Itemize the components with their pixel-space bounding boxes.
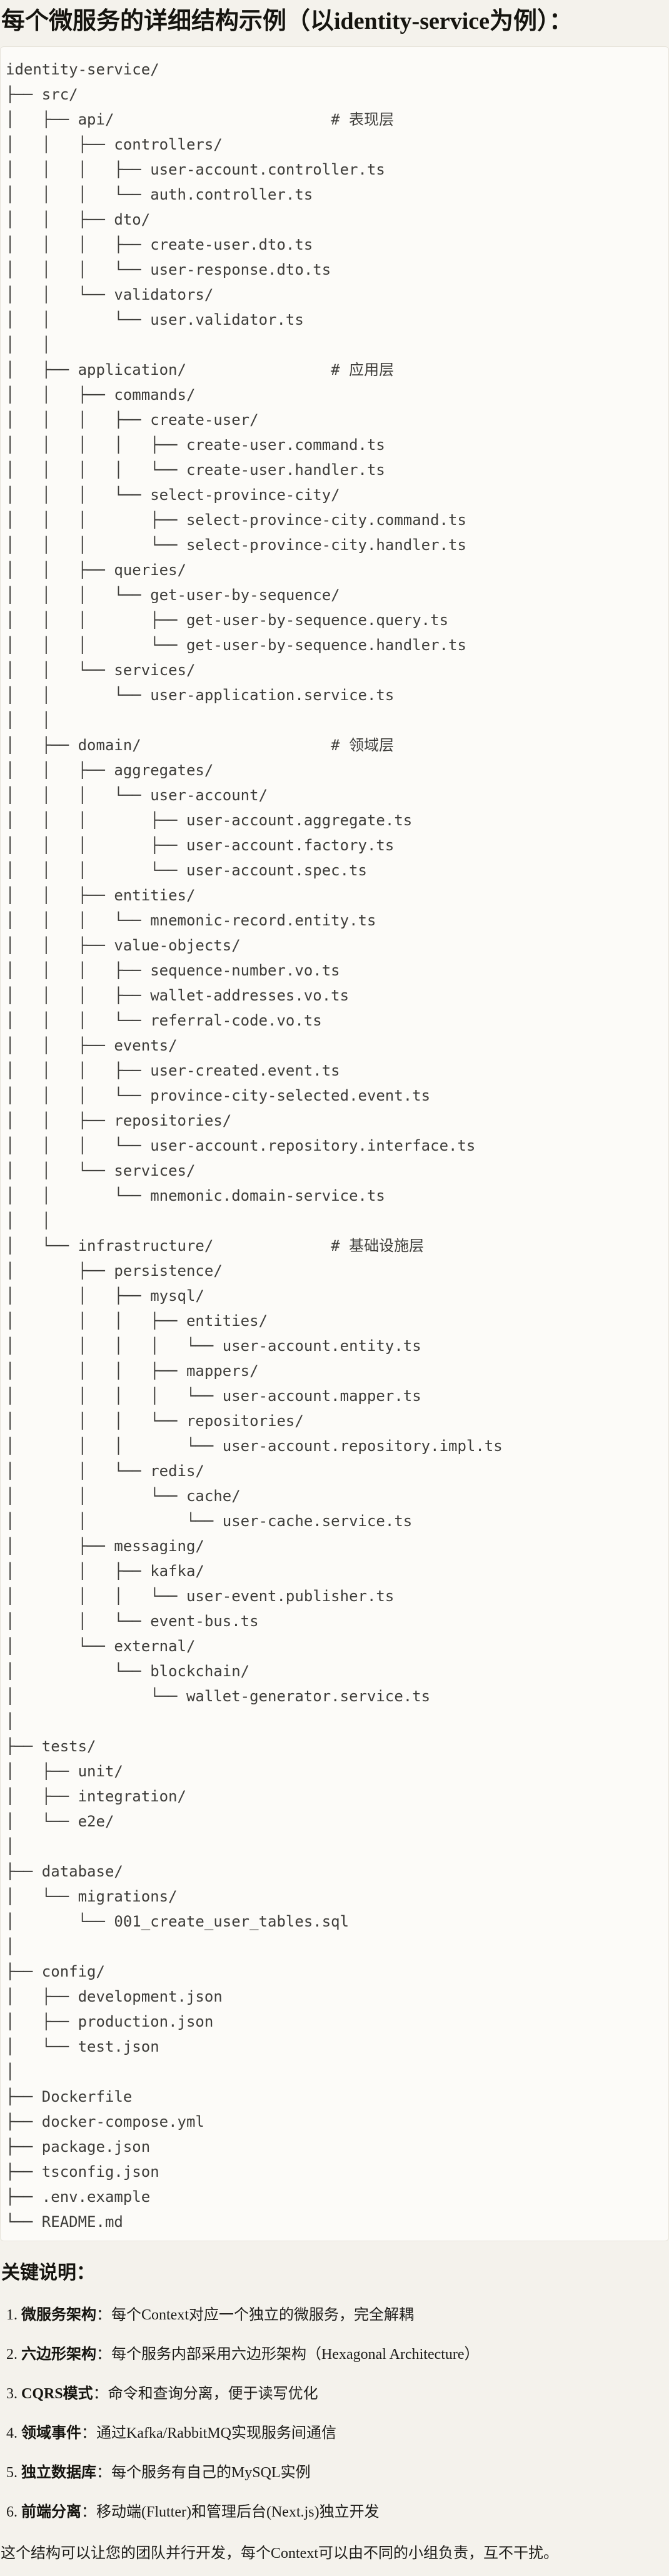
- list-item-number: 5.: [6, 2465, 18, 2481]
- list-item-number: 4.: [6, 2425, 18, 2441]
- directory-tree-text: identity-service/ ├── src/ │ ├── api/ # …: [6, 61, 503, 2231]
- list-item-number: 2.: [6, 2346, 18, 2363]
- list-item: 2.六边形架构：每个服务内部采用六边形架构（Hexagonal Architec…: [0, 2345, 669, 2364]
- list-item-label: 微服务架构: [21, 2307, 96, 2323]
- key-notes-heading: 关键说明：: [1, 2263, 95, 2283]
- page-title: 每个微服务的详细结构示例（以identity-service为例）：: [1, 8, 573, 34]
- list-item-text: ：每个服务有自己的MySQL实例: [96, 2465, 311, 2481]
- list-item-text: ：通过Kafka/RabbitMQ实现服务间通信: [81, 2425, 336, 2441]
- list-item-number: 6.: [6, 2504, 18, 2520]
- list-item: 5.独立数据库：每个服务有自己的MySQL实例: [0, 2463, 669, 2482]
- list-item-number: 1.: [6, 2307, 18, 2323]
- closing-paragraph: 这个结构可以让您的团队并行开发，每个Context可以由不同的小组负责，互不干扰…: [1, 2545, 558, 2562]
- list-item-text: ：每个Context对应一个独立的微服务，完全解耦: [96, 2307, 414, 2323]
- directory-tree-code-block: identity-service/ ├── src/ │ ├── api/ # …: [0, 46, 669, 2241]
- list-item: 1.微服务架构：每个Context对应一个独立的微服务，完全解耦: [0, 2306, 669, 2324]
- list-item-label: CQRS模式: [21, 2386, 93, 2402]
- list-item-label: 前端分离: [21, 2504, 81, 2520]
- list-item-label: 六边形架构: [21, 2346, 96, 2363]
- list-item: 4.领域事件：通过Kafka/RabbitMQ实现服务间通信: [0, 2424, 669, 2443]
- list-item-text: ：移动端(Flutter)和管理后台(Next.js)独立开发: [81, 2504, 380, 2520]
- list-item-number: 3.: [6, 2386, 18, 2402]
- list-item-label: 独立数据库: [21, 2465, 96, 2481]
- list-item: 6.前端分离：移动端(Flutter)和管理后台(Next.js)独立开发: [0, 2503, 669, 2522]
- list-item: 3.CQRS模式：命令和查询分离，便于读写优化: [0, 2385, 669, 2403]
- list-item-text: ：命令和查询分离，便于读写优化: [93, 2386, 318, 2402]
- list-item-label: 领域事件: [21, 2425, 81, 2441]
- list-item-text: ：每个服务内部采用六边形架构（Hexagonal Architecture）: [96, 2346, 480, 2363]
